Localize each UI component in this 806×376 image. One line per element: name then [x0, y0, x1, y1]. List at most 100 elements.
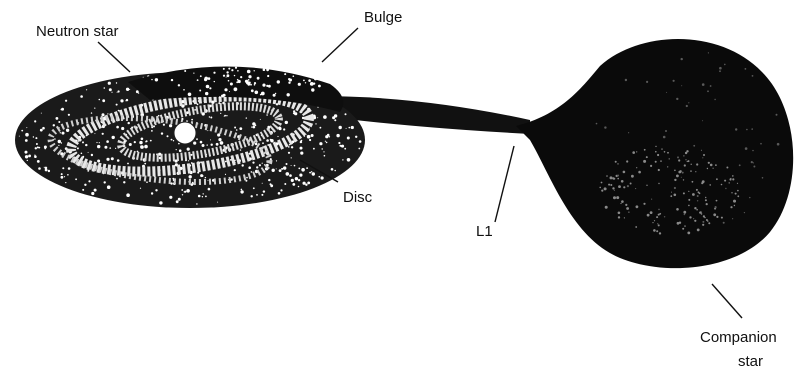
stipple-dot	[687, 232, 690, 235]
stipple-dot	[61, 173, 63, 175]
stipple-dot	[291, 157, 292, 158]
stipple-dot	[626, 160, 628, 162]
stipple-dot	[97, 145, 100, 148]
stipple-dot	[359, 140, 362, 143]
stipple-dot	[221, 95, 224, 98]
stipple-dot	[317, 117, 318, 118]
stipple-dot	[204, 78, 207, 81]
stipple-dot	[236, 129, 238, 131]
stipple-dot	[91, 112, 92, 113]
stipple-dot	[126, 193, 130, 197]
stipple-dot	[659, 232, 661, 234]
stipple-dot	[752, 150, 753, 151]
stipple-dot	[107, 113, 108, 114]
stipple-dot	[116, 82, 117, 83]
stipple-dot	[735, 193, 737, 195]
stipple-dot	[744, 212, 745, 213]
stipple-dot	[117, 159, 120, 162]
stipple-dot	[275, 93, 276, 94]
stipple-dot	[38, 147, 40, 149]
stipple-dot	[719, 70, 721, 72]
stipple-dot	[276, 160, 277, 161]
stipple-dot	[617, 175, 619, 177]
stipple-dot	[707, 168, 708, 169]
stipple-dot	[251, 126, 252, 127]
stipple-dot	[169, 196, 172, 199]
stipple-dot	[257, 77, 260, 80]
stipple-dot	[726, 167, 728, 169]
stipple-dot	[37, 160, 40, 163]
stipple-dot	[324, 155, 326, 157]
stipple-dot	[234, 87, 238, 91]
stipple-dot	[289, 174, 292, 177]
stipple-dot	[650, 211, 653, 214]
stipple-dot	[214, 81, 215, 82]
stipple-dot	[696, 163, 698, 165]
stipple-dot	[176, 149, 177, 150]
stipple-dot	[192, 182, 194, 184]
stipple-dot	[596, 123, 598, 125]
stipple-dot	[625, 204, 627, 206]
stipple-dot	[240, 149, 241, 150]
stipple-dot	[134, 141, 136, 143]
stipple-dot	[724, 64, 726, 66]
stipple-dot	[298, 179, 300, 181]
stipple-dot	[628, 132, 629, 133]
stipple-dot	[64, 176, 65, 177]
stipple-dot	[121, 127, 124, 130]
stipple-dot	[291, 165, 292, 166]
stipple-dot	[341, 145, 344, 148]
stipple-dot	[777, 143, 780, 146]
stipple-dot	[705, 197, 706, 198]
stipple-dot	[678, 171, 681, 174]
stipple-dot	[257, 65, 260, 68]
stipple-dot	[686, 150, 688, 152]
stipple-dot	[220, 141, 224, 145]
stipple-dot	[307, 182, 310, 185]
stipple-dot	[612, 177, 614, 179]
stipple-dot	[102, 99, 105, 102]
stipple-dot	[288, 152, 290, 154]
stipple-dot	[683, 155, 684, 156]
stipple-dot	[99, 99, 101, 101]
stipple-dot	[107, 185, 111, 189]
stipple-dot	[155, 78, 158, 81]
stipple-dot	[207, 144, 208, 145]
stipple-dot	[262, 163, 263, 164]
stipple-dot	[266, 139, 269, 142]
stipple-dot	[658, 183, 659, 184]
stipple-dot	[144, 163, 146, 165]
stipple-dot	[169, 124, 172, 127]
companion-leader	[712, 284, 742, 318]
bulge-leader	[322, 28, 358, 62]
stipple-dot	[697, 229, 700, 232]
stipple-dot	[25, 152, 27, 154]
stipple-dot	[599, 187, 601, 189]
neutron-star	[174, 122, 196, 144]
stipple-dot	[628, 212, 629, 213]
stipple-dot	[254, 70, 255, 71]
stipple-dot	[44, 167, 45, 168]
stipple-dot	[707, 90, 709, 92]
stipple-dot	[127, 163, 129, 165]
stipple-dot	[35, 137, 37, 139]
stipple-dot	[196, 203, 197, 204]
stipple-dot	[208, 180, 209, 181]
stipple-dot	[250, 84, 252, 86]
stipple-dot	[139, 141, 142, 144]
stipple-dot	[656, 216, 658, 218]
stipple-dot	[256, 166, 258, 168]
stipple-dot	[239, 127, 242, 130]
stipple-dot	[263, 190, 265, 192]
stipple-dot	[632, 151, 635, 154]
stipple-dot	[342, 159, 343, 160]
stipple-dot	[254, 82, 256, 84]
stipple-dot	[261, 194, 263, 196]
stipple-dot	[688, 205, 690, 207]
stipple-dot	[702, 221, 704, 223]
stipple-dot	[285, 121, 288, 124]
stipple-dot	[621, 200, 624, 203]
stipple-dot	[88, 180, 90, 182]
stipple-dot	[614, 190, 615, 191]
stipple-dot	[731, 192, 732, 193]
